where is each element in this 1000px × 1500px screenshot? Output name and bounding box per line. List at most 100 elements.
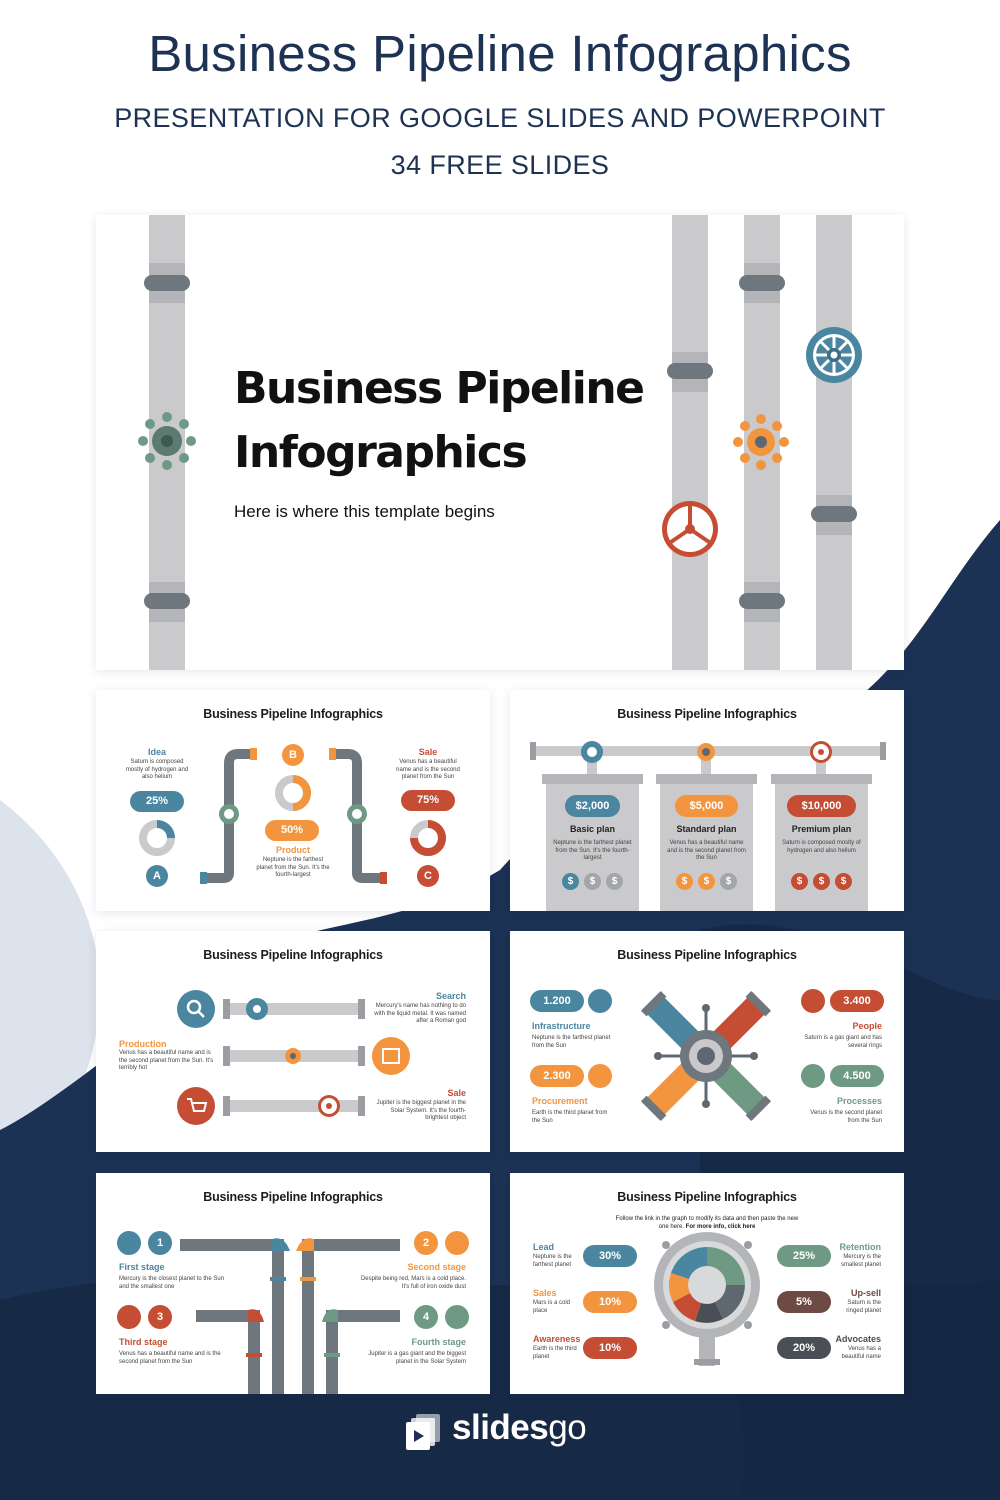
premium-coin-3-icon: $ bbox=[835, 873, 852, 890]
stage-1-badge: 1 bbox=[148, 1231, 172, 1255]
procurement-value: 2.300 bbox=[530, 1065, 584, 1087]
processes-text: Venus is the second planet from the Sun bbox=[810, 1110, 882, 1124]
awareness-label: Awareness bbox=[533, 1334, 581, 1344]
advocates-text: Venus has a beautiful name bbox=[841, 1346, 881, 1360]
stage-4-text: Jupiter is a gas giant and the biggest p… bbox=[368, 1351, 466, 1365]
donut-50 bbox=[275, 775, 311, 811]
slide3-title: Business Pipeline Infographics bbox=[617, 707, 797, 721]
idea-label: Idea bbox=[147, 747, 166, 757]
donut-25 bbox=[139, 820, 175, 856]
main-title-line2: Infographics bbox=[234, 427, 528, 478]
slidesgo-logo[interactable]: slidesgo bbox=[404, 1406, 604, 1456]
slide-thumbnail-3[interactable]: Business Pipeline Infographics $2,000 Ba… bbox=[510, 690, 904, 911]
product-text: Neptune is the farthest planet from the … bbox=[256, 857, 330, 878]
stage-1-text: Mercury is the closest planet to the Sun… bbox=[119, 1276, 225, 1290]
premium-plan-text: Saturn is composed mostly of hydrogen an… bbox=[782, 840, 861, 854]
stage-3-badge: 3 bbox=[148, 1305, 172, 1329]
upsell-pct: 5% bbox=[777, 1291, 831, 1313]
red-wheel-valve-icon bbox=[662, 501, 718, 557]
awareness-text: Earth is the third planet bbox=[533, 1346, 577, 1360]
slide-thumbnail-4[interactable]: Business Pipeline Infographics Search Me… bbox=[96, 931, 490, 1152]
slide7-note: Follow the link in the graph to modify i… bbox=[615, 1216, 799, 1231]
people-value: 3.400 bbox=[830, 990, 884, 1012]
lead-pct: 30% bbox=[583, 1245, 637, 1267]
slide4-title: Business Pipeline Infographics bbox=[203, 948, 383, 962]
stage-4-badge: 4 bbox=[414, 1305, 438, 1329]
slide3-orange-valve-icon bbox=[697, 743, 715, 761]
slide6-title: Business Pipeline Infographics bbox=[203, 1190, 383, 1204]
search-label: Search bbox=[435, 991, 466, 1001]
basic-coin-2-icon: $ bbox=[584, 873, 601, 890]
main-slide-pipes bbox=[138, 215, 862, 670]
production-text: Venus has a beautiful name and is the se… bbox=[119, 1050, 214, 1071]
premium-coin-2-icon: $ bbox=[813, 873, 830, 890]
production-label: Production bbox=[119, 1039, 167, 1049]
factory-icon bbox=[372, 1037, 410, 1075]
processes-value: 4.500 bbox=[830, 1065, 884, 1087]
slide-thumbnail-7[interactable]: Business Pipeline Infographics Follow th… bbox=[510, 1173, 904, 1394]
brand-part2: go bbox=[548, 1408, 587, 1447]
slide-thumbnail-2[interactable]: Business Pipeline Infographics Idea Satu… bbox=[96, 690, 490, 911]
stage-2-badge: 2 bbox=[414, 1231, 438, 1255]
slide7-note-text: Follow the link in the graph to modify i… bbox=[615, 1216, 799, 1230]
processes-icon bbox=[801, 1064, 825, 1088]
sale4-label: Sale bbox=[447, 1088, 466, 1098]
page-title: Business Pipeline Infographics bbox=[148, 25, 852, 82]
advocates-label: Advocates bbox=[835, 1334, 881, 1344]
slide2-graphics bbox=[139, 748, 446, 884]
basic-coin-3-icon: $ bbox=[606, 873, 623, 890]
people-text: Saturn is a gas giant and has several ri… bbox=[804, 1035, 882, 1049]
slidesgo-logo-icon bbox=[406, 1414, 440, 1450]
slide7-graphics bbox=[654, 1232, 760, 1366]
infrastructure-icon bbox=[588, 989, 612, 1013]
standard-coin-1-icon: $ bbox=[676, 873, 693, 890]
teal-wheel-valve-icon bbox=[806, 327, 862, 383]
sale-text: Venus has a beautiful name and is the se… bbox=[396, 759, 460, 780]
idea-text: Saturn is composed mostly of hydrogen an… bbox=[125, 759, 189, 780]
stage-2-label: Second stage bbox=[407, 1262, 466, 1272]
retention-pct: 25% bbox=[777, 1245, 831, 1267]
stage-3-label: Third stage bbox=[119, 1337, 168, 1347]
basic-plan-text: Neptune is the farthest planet from the … bbox=[553, 840, 632, 861]
slides-count: 34 FREE SLIDES bbox=[390, 150, 610, 180]
slide6-graphics bbox=[117, 1231, 469, 1394]
magnifier-icon bbox=[177, 990, 215, 1028]
basic-plan-name: Basic plan bbox=[569, 824, 616, 834]
infrastructure-text: Neptune is the farthest planet from the … bbox=[532, 1035, 611, 1049]
green-gear-valve-icon bbox=[138, 412, 196, 470]
donut-chart bbox=[669, 1247, 745, 1323]
people-icon bbox=[801, 989, 825, 1013]
slide5-title: Business Pipeline Infographics bbox=[617, 948, 797, 962]
upsell-text: Saturn is the ringed planet bbox=[846, 1300, 881, 1314]
slide2-title: Business Pipeline Infographics bbox=[203, 707, 383, 721]
standard-plan-name: Standard plan bbox=[676, 824, 737, 834]
stage-2-text: Despite being red, Mars is a cold place.… bbox=[360, 1276, 466, 1290]
standard-coin-3-icon: $ bbox=[720, 873, 737, 890]
slidesgo-wordmark: slidesgo bbox=[452, 1408, 587, 1448]
letter-b-badge: B bbox=[282, 744, 304, 766]
slide-thumbnail-6[interactable]: Business Pipeline Infographics 1 First s… bbox=[96, 1173, 490, 1394]
donut-75 bbox=[410, 820, 446, 856]
lightbulb-icon bbox=[117, 1305, 141, 1329]
slide-thumbnail-5[interactable]: Business Pipeline Infographics 1.200 Inf… bbox=[510, 931, 904, 1152]
infrastructure-label: Infrastructure bbox=[532, 1021, 591, 1031]
letter-a-badge: A bbox=[146, 865, 168, 887]
main-slide-preview[interactable]: Business Pipeline Infographics Here is w… bbox=[96, 215, 904, 670]
slide7-note-link[interactable]: For more info, click here bbox=[685, 1223, 756, 1230]
orange-gear-valve-icon bbox=[733, 414, 789, 470]
standard-plan-text: Venus has a beautiful name and is the se… bbox=[667, 840, 746, 861]
retention-text: Mercury is the smallest planet bbox=[840, 1254, 881, 1268]
infrastructure-value: 1.200 bbox=[530, 990, 584, 1012]
stage-1-label: First stage bbox=[119, 1262, 165, 1272]
sales-pct: 10% bbox=[583, 1291, 637, 1313]
sale4-text: Jupiter is the biggest planet in the Sol… bbox=[376, 1100, 466, 1121]
sales-text: Mars is a cold place bbox=[533, 1300, 571, 1314]
advocates-pct: 20% bbox=[777, 1337, 831, 1359]
standard-coin-2-icon: $ bbox=[698, 873, 715, 890]
pipe-row-1 bbox=[223, 998, 365, 1020]
sales-label: Sales bbox=[533, 1288, 557, 1298]
letter-c-badge: C bbox=[417, 865, 439, 887]
processes-label: Processes bbox=[836, 1096, 882, 1106]
basic-coin-1-icon: $ bbox=[562, 873, 579, 890]
slide3-teal-valve-icon bbox=[581, 741, 603, 763]
